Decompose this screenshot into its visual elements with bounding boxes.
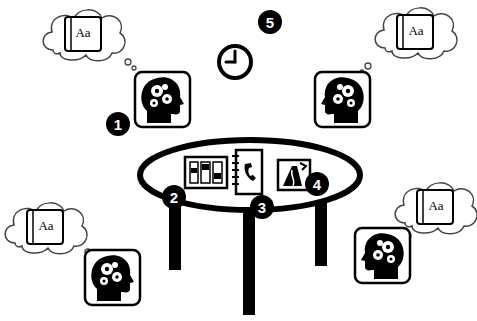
book-label: Aa — [408, 24, 423, 37]
book-label: Aa — [428, 199, 443, 212]
callout-number: 4 — [313, 177, 321, 192]
book-label: Aa — [75, 26, 90, 39]
callout-number: 2 — [170, 190, 178, 205]
callout-number: 3 — [258, 200, 266, 215]
callout-number: 1 — [114, 117, 122, 132]
book-label: Aa — [38, 219, 53, 232]
callout-number: 5 — [266, 15, 274, 30]
